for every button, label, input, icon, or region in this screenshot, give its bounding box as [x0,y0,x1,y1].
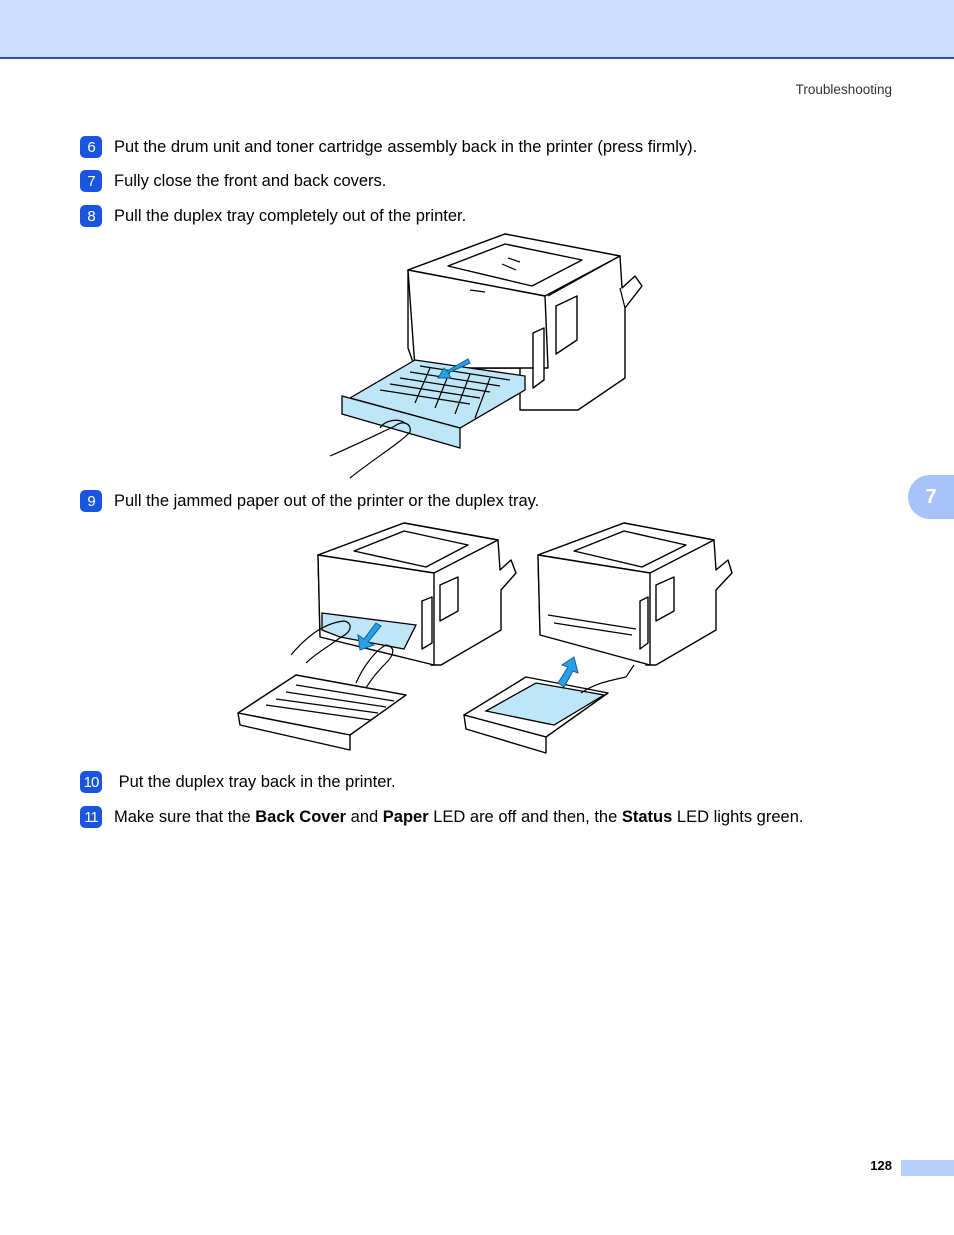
step-text-part: LED lights green. [672,807,804,826]
step-8: 8 Pull the duplex tray completely out of… [80,205,466,227]
step-number-badge: 7 [80,170,102,192]
step-text-part: Make sure that the [114,807,256,826]
step-number-badge: 6 [80,136,102,158]
step-text-part: and [346,807,383,826]
header-band [0,0,954,59]
jammed-paper-removal-illustration [237,522,733,754]
step-number-badge: 11 [80,806,102,828]
step-text: Put the duplex tray back in the printer. [114,772,396,791]
step-text: Pull the duplex tray completely out of t… [114,206,467,225]
step-9: 9 Pull the jammed paper out of the print… [80,490,539,512]
page-number-bar [901,1160,954,1176]
step-6: 6 Put the drum unit and toner cartridge … [80,136,697,158]
step-number-badge: 9 [80,490,102,512]
step-text: Put the drum unit and toner cartridge as… [114,137,698,156]
duplex-tray-removal-illustration [329,233,643,479]
step-text: Pull the jammed paper out of the printer… [114,491,540,510]
chapter-tab[interactable]: 7 [908,475,954,519]
step-11: 11 Make sure that the Back Cover and Pap… [80,806,803,828]
step-text-part: LED are off and then, the [428,807,622,826]
paper-led-label: Paper [382,807,429,826]
page-number: 128 [870,1158,892,1173]
back-cover-led-label: Back Cover [255,807,347,826]
status-led-label: Status [621,807,673,826]
step-7: 7 Fully close the front and back covers. [80,170,386,192]
step-text: Fully close the front and back covers. [114,171,387,190]
step-10: 10 Put the duplex tray back in the print… [80,771,396,793]
section-title: Troubleshooting [795,82,892,97]
step-text: Make sure that the Back Cover and Paper … [114,808,803,827]
step-number-badge: 10 [80,771,102,793]
step-number-badge: 8 [80,205,102,227]
